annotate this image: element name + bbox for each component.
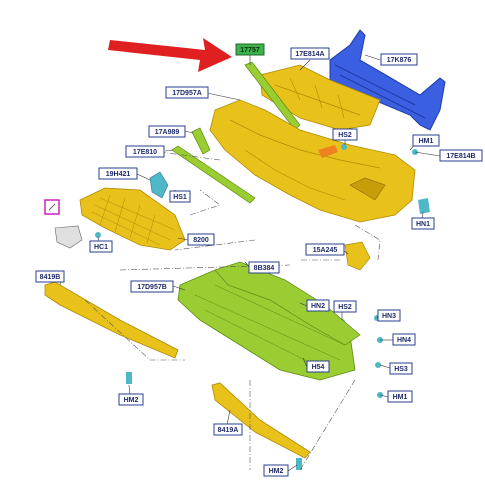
svg-text:HS3: HS3: [394, 366, 408, 373]
svg-text:17D957B: 17D957B: [137, 284, 167, 291]
label-17D957B: 17D957B: [130, 280, 174, 293]
svg-text:H54: H54: [312, 364, 325, 371]
svg-text:17E810: 17E810: [133, 149, 157, 156]
svg-text:17E814A: 17E814A: [295, 51, 324, 58]
fog-lamp-cover: [44, 199, 83, 249]
svg-text:17A989: 17A989: [155, 129, 180, 136]
green-bracket-left: [191, 127, 211, 155]
svg-text:HM2: HM2: [124, 397, 139, 404]
svg-text:17D957A: 17D957A: [172, 90, 202, 97]
label-17A989: 17A989: [148, 125, 186, 138]
label-17K876: 17K876: [380, 53, 418, 66]
label-HS1: HS1: [169, 190, 191, 203]
svg-text:HN2: HN2: [311, 303, 325, 310]
lower-lip-bottom: [211, 382, 311, 459]
svg-text:HS1: HS1: [173, 194, 187, 201]
label-8419B: 8419B: [35, 270, 65, 283]
label-HC1: HC1: [89, 240, 113, 253]
svg-text:17E814B: 17E814B: [446, 153, 475, 160]
label-HM2-left: HM2: [118, 393, 144, 406]
svg-text:19H421: 19H421: [106, 171, 131, 178]
fog-lamp-bezel: [344, 241, 371, 271]
label-8200: 8200: [187, 233, 215, 246]
svg-text:HN3: HN3: [382, 313, 396, 320]
svg-text:17757: 17757: [240, 47, 260, 54]
svg-text:HN1: HN1: [416, 221, 430, 228]
teal-bracket: [149, 171, 169, 199]
svg-text:HC1: HC1: [94, 244, 108, 251]
green-upper-strip: [244, 61, 301, 131]
label-17E814A: 17E814A: [290, 47, 330, 60]
svg-text:17K876: 17K876: [387, 57, 412, 64]
svg-text:8200: 8200: [193, 237, 209, 244]
label-HM1-upper: HM1: [412, 134, 440, 147]
label-17E814B: 17E814B: [439, 149, 483, 162]
label-HN4: HN4: [392, 333, 416, 346]
red-pointer-arrow: [108, 38, 232, 72]
label-15A245: 15A245: [305, 243, 345, 256]
green-lower-strip: [171, 145, 256, 204]
bumper-cover-upper: [209, 99, 416, 223]
svg-text:HS2: HS2: [338, 304, 352, 311]
grille: [79, 187, 186, 251]
label-HN2: HN2: [306, 299, 330, 312]
explode-lines: [84, 149, 381, 471]
label-HN3: HN3: [377, 309, 401, 322]
label-8419A: 8419A: [213, 423, 243, 436]
label-HN1: HN1: [411, 217, 435, 230]
svg-text:HS2: HS2: [338, 132, 352, 139]
svg-text:HN4: HN4: [397, 337, 411, 344]
svg-text:HM2: HM2: [269, 468, 284, 475]
svg-text:15A245: 15A245: [313, 247, 338, 254]
label-19H421: 19H421: [98, 167, 138, 180]
label-HM1-lower: HM1: [387, 390, 413, 403]
svg-text:8419A: 8419A: [218, 427, 239, 434]
svg-text:HM1: HM1: [419, 138, 434, 145]
svg-text:HM1: HM1: [393, 394, 408, 401]
label-HS3: HS3: [389, 362, 413, 375]
label-17D957A: 17D957A: [165, 86, 209, 99]
label-H54: H54: [306, 360, 330, 373]
lower-lip-left: [44, 281, 179, 359]
label-17757: 17757: [235, 43, 265, 56]
label-HM2-bottom: HM2: [263, 464, 289, 477]
svg-text:8419B: 8419B: [40, 274, 61, 281]
label-8B384: 8B384: [248, 261, 280, 274]
label-17E810: 17E810: [125, 145, 165, 158]
label-HS2-lower: HS2: [333, 300, 357, 313]
label-HS2-upper: HS2: [332, 128, 358, 141]
svg-text:8B384: 8B384: [254, 265, 275, 272]
